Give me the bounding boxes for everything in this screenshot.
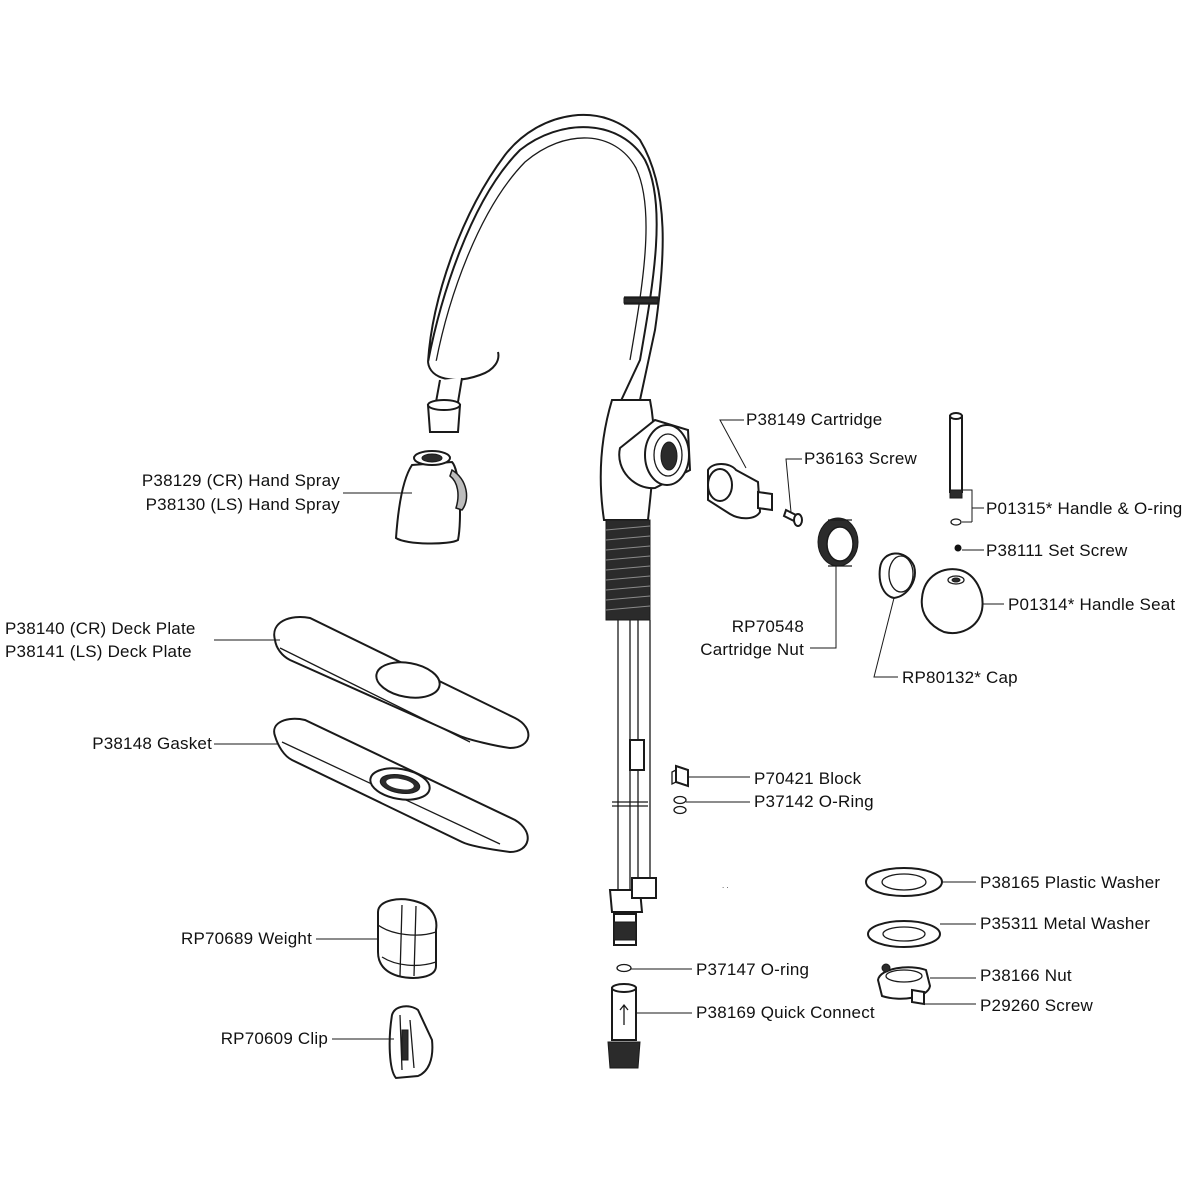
label-screw-29260: P29260 Screw [980, 996, 1093, 1015]
faucet-body [426, 113, 692, 946]
label-cap: RP80132* Cap [902, 668, 1018, 687]
cartridge-part [707, 463, 773, 520]
oring-37142-part [673, 795, 687, 815]
label-set-screw: P38111 Set Screw [986, 541, 1128, 560]
nut-part [876, 963, 932, 1006]
label-handle-seat: P01314* Handle Seat [1008, 595, 1176, 614]
label-plastic-washer: P38165 Plastic Washer [980, 873, 1161, 892]
quick-connect-part [607, 983, 641, 1069]
handle-seat-part [920, 568, 984, 634]
label-block: P70421 Block [754, 769, 862, 788]
label-deck-plate-cr: P38140 (CR) Deck Plate [5, 619, 196, 638]
block-part [671, 764, 689, 788]
set-screw-part [954, 544, 962, 552]
label-quick-connect: P38169 Quick Connect [696, 1003, 875, 1022]
cap-part [878, 552, 916, 600]
label-oring-37147: P37147 O-ring [696, 960, 810, 979]
label-metal-washer: P35311 Metal Washer [980, 914, 1151, 933]
gasket-part [273, 717, 529, 854]
label-oring-37142: P37142 O-Ring [754, 792, 874, 811]
label-cartridge-nut-name: Cartridge Nut [700, 640, 804, 659]
hand-spray-part [394, 450, 468, 545]
oring-37147-part [616, 963, 632, 973]
leader-lines [214, 419, 1004, 1040]
svg-text:. .: . . [722, 881, 729, 890]
label-hand-spray-ls: P38130 (LS) Hand Spray [145, 495, 340, 514]
label-clip: RP70609 Clip [220, 1029, 328, 1048]
label-screw-36163: P36163 Screw [804, 449, 917, 468]
label-cartridge-nut-part-no: RP70548 [731, 617, 804, 636]
label-weight: RP70689 Weight [180, 929, 312, 948]
label-hand-spray-cr: P38129 (CR) Hand Spray [141, 471, 340, 490]
label-handle-oring: P01315* Handle & O-ring [986, 499, 1183, 518]
label-cartridge: P38149 Cartridge [746, 410, 883, 429]
cartridge-nut-part [817, 517, 859, 567]
plastic-washer-part [865, 867, 943, 897]
handle-oring-part [949, 412, 963, 526]
metal-washer-part [867, 920, 941, 948]
label-gasket: P38148 Gasket [92, 734, 212, 753]
screw-36163-part [782, 508, 803, 527]
label-deck-plate-ls: P38141 (LS) Deck Plate [5, 642, 192, 661]
clip-part [388, 1005, 434, 1080]
weight-part [377, 898, 438, 979]
deck-plate-part [273, 616, 530, 750]
label-nut: P38166 Nut [980, 966, 1072, 985]
